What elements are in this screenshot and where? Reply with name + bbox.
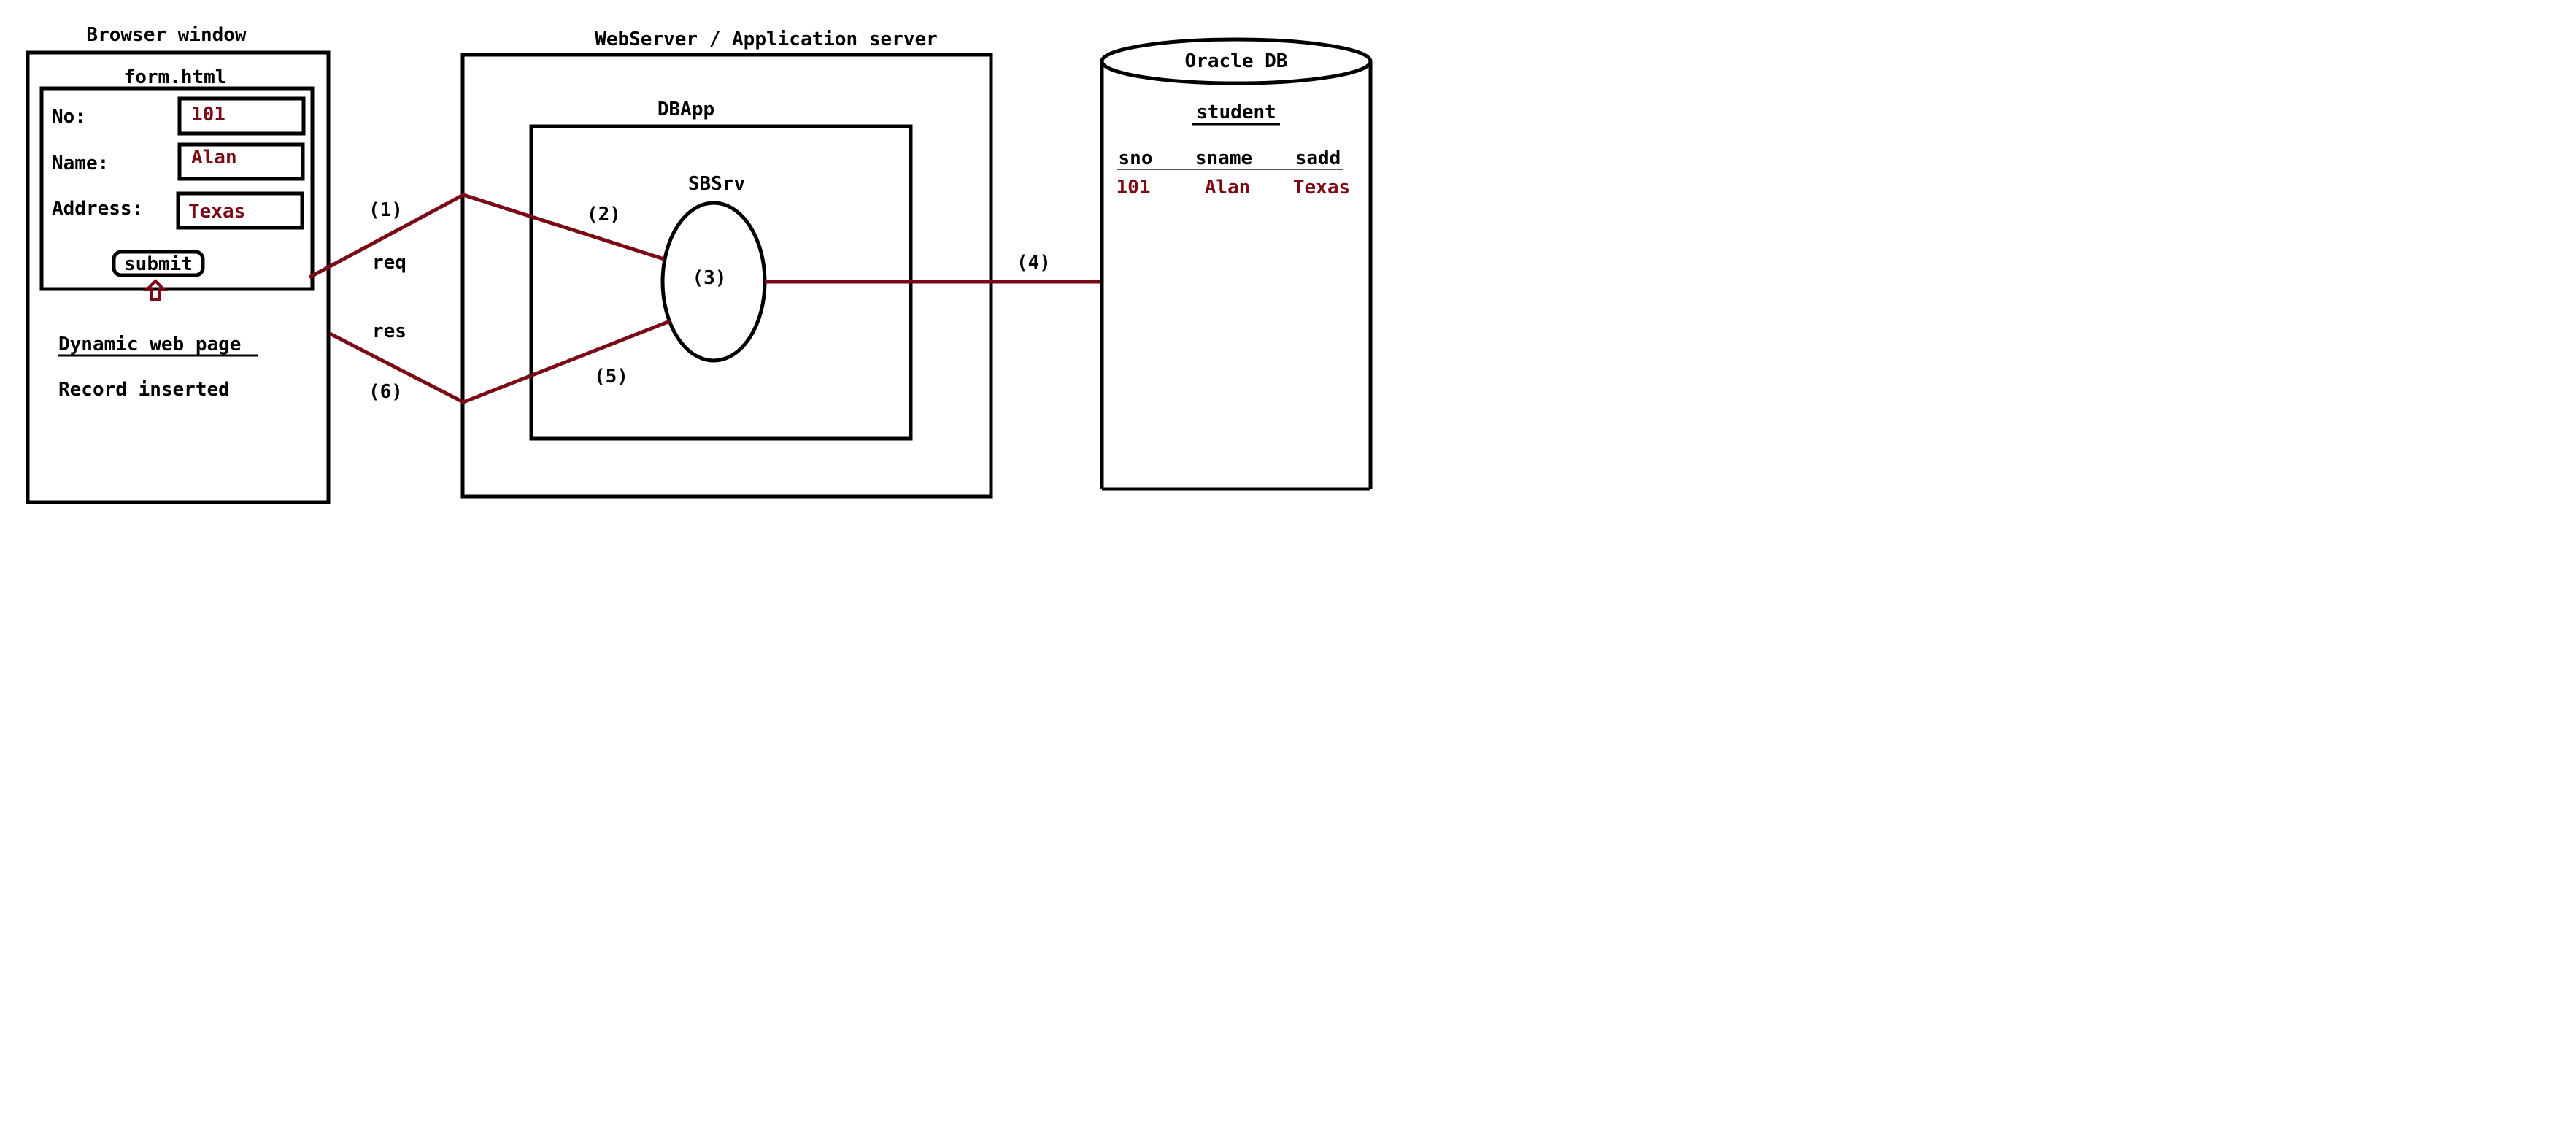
address-input-value: Texas (188, 201, 245, 223)
column-header-sname: sname (1195, 147, 1252, 169)
row-cell-sname: Alan (1205, 177, 1251, 199)
browser-window-title: Browser window (86, 24, 246, 46)
submit-button[interactable] (112, 250, 205, 277)
req-label: req (372, 252, 406, 274)
address-input[interactable] (176, 191, 304, 230)
table-name: student (1196, 101, 1276, 123)
no-input[interactable] (177, 96, 306, 136)
server-title: WebServer / Application server (595, 28, 938, 50)
step5-label: (5) (594, 366, 628, 388)
res-label: res (372, 320, 406, 342)
step-labels: (1) req (2) (4) (5) res (6) (369, 199, 1051, 403)
servlet-step-label: (3) (693, 267, 727, 289)
db-title: Oracle DB (1185, 50, 1288, 72)
browser-window-frame (26, 50, 331, 504)
flow-wires (308, 193, 1102, 404)
up-arrow-icon (143, 279, 168, 301)
dynamic-page-title: Dynamic web page (58, 334, 241, 355)
web-server: WebServer / Application server DBApp SBS… (460, 28, 993, 499)
form-frame (39, 86, 315, 291)
dynamic-page-text: Record inserted (58, 379, 230, 401)
field-label-address: Address: (52, 198, 143, 220)
step6-label: (6) (369, 381, 403, 403)
app-title: DBApp (658, 99, 714, 120)
response-wire (328, 319, 671, 404)
field-label-no: No: (52, 106, 86, 128)
row-cell-sadd: Texas (1293, 177, 1350, 199)
row-cell-sno: 101 (1117, 177, 1151, 199)
column-header-sadd: sadd (1295, 147, 1341, 169)
column-header-sno: sno (1119, 147, 1153, 169)
db-top-ellipse (1100, 37, 1373, 85)
browser-window: Browser window form.html No: 101 Name: A… (26, 24, 331, 504)
field-label-name: Name: (52, 153, 109, 174)
no-input-value: 101 (191, 104, 225, 126)
name-input[interactable] (177, 142, 305, 181)
request-wire (308, 193, 665, 280)
submit-button-label: submit (124, 253, 193, 275)
step1-label: (1) (369, 199, 403, 221)
step2-label: (2) (587, 204, 621, 226)
name-input-value: Alan (191, 147, 237, 169)
step4-label: (4) (1017, 252, 1051, 274)
form-title: form.html (124, 66, 227, 88)
oracle-db: Oracle DB student sno sname sadd 101 Ala… (1100, 37, 1373, 491)
servlet-label: SBSrv (688, 173, 745, 195)
server-frame (460, 53, 993, 499)
